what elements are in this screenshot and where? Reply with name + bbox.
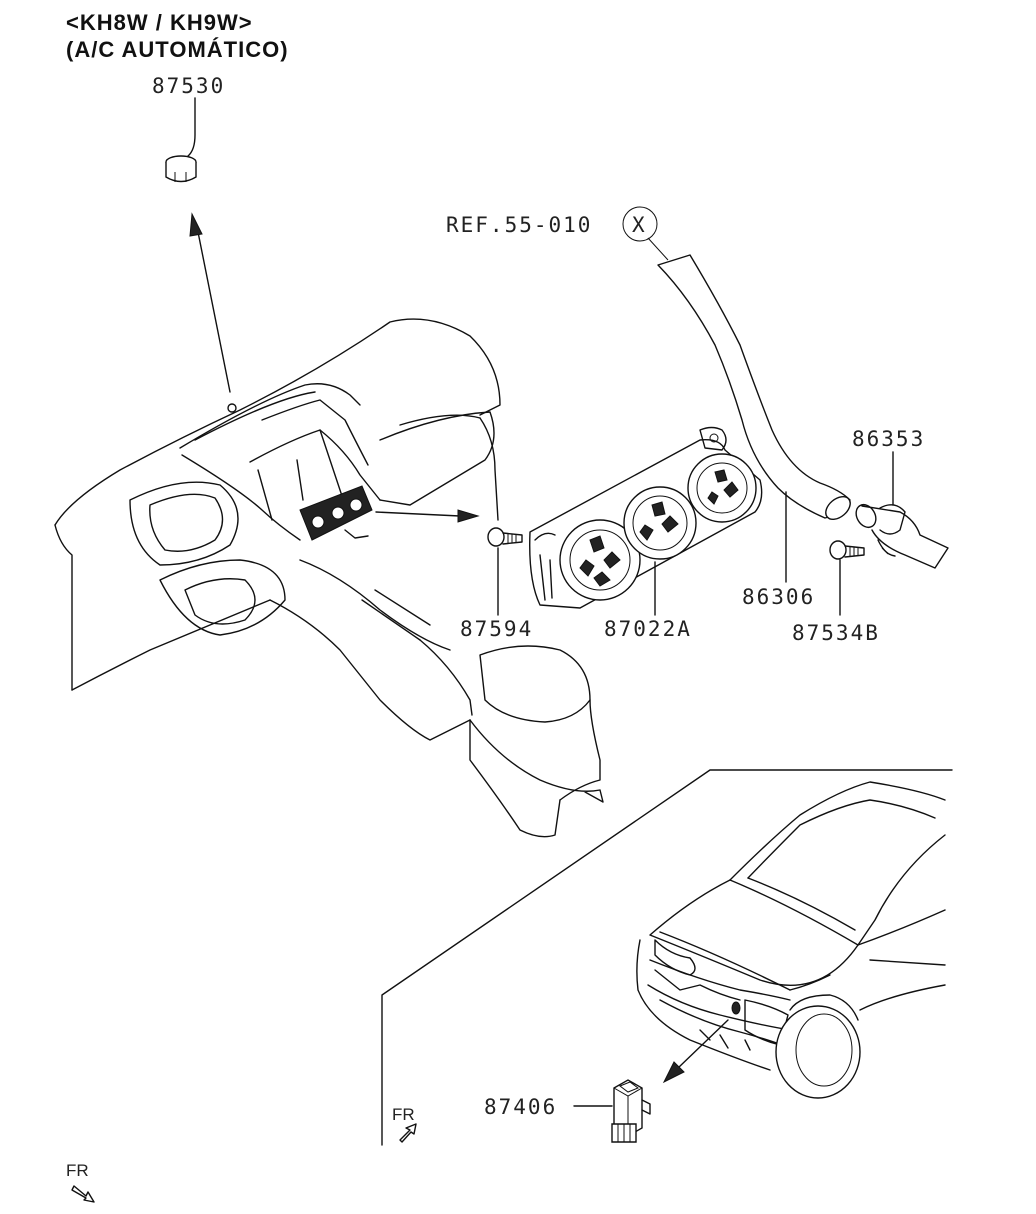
arrow-to-87530 [189,212,231,393]
control-knob-center [623,486,697,560]
part-87534B-screw [829,540,865,616]
dashboard-assembly [54,318,604,838]
label-86353: 86353 [852,427,925,451]
part-87594-screw [487,527,523,616]
diagram-title-line2: (A/C AUTOMÁTICO) [66,37,289,62]
label-87594: 87594 [460,617,533,641]
fr-direction-corner: FR [66,1161,95,1203]
ref-marker-text: X [632,213,647,237]
diagram-title-line1: <KH8W / KH9W> [66,10,253,35]
fr-label-corner: FR [66,1161,89,1180]
arrow-to-87406 [662,1019,729,1084]
control-knob-left [559,519,641,601]
fr-label-inset: FR [392,1105,415,1124]
part-87406-sensor [573,1079,651,1143]
part-87022A-control-panel [529,426,763,616]
label-87022A: 87022A [604,617,692,641]
fr-direction-inset: FR [392,1105,417,1143]
car-front-view [636,781,946,1099]
control-knob-right [687,453,757,523]
arrow-to-control-panel [375,509,480,523]
label-87530: 87530 [152,74,225,98]
part-87530-sensor [165,97,197,183]
ref-marker: X [622,206,669,261]
label-86306: 86306 [742,585,815,609]
label-87534B: 87534B [792,621,880,645]
part-86306-duct [657,254,851,521]
label-87406: 87406 [484,1095,557,1119]
ref-label: REF.55-010 [446,213,592,237]
part-86353-aspirator [855,451,949,569]
inset-frame [381,769,953,1146]
